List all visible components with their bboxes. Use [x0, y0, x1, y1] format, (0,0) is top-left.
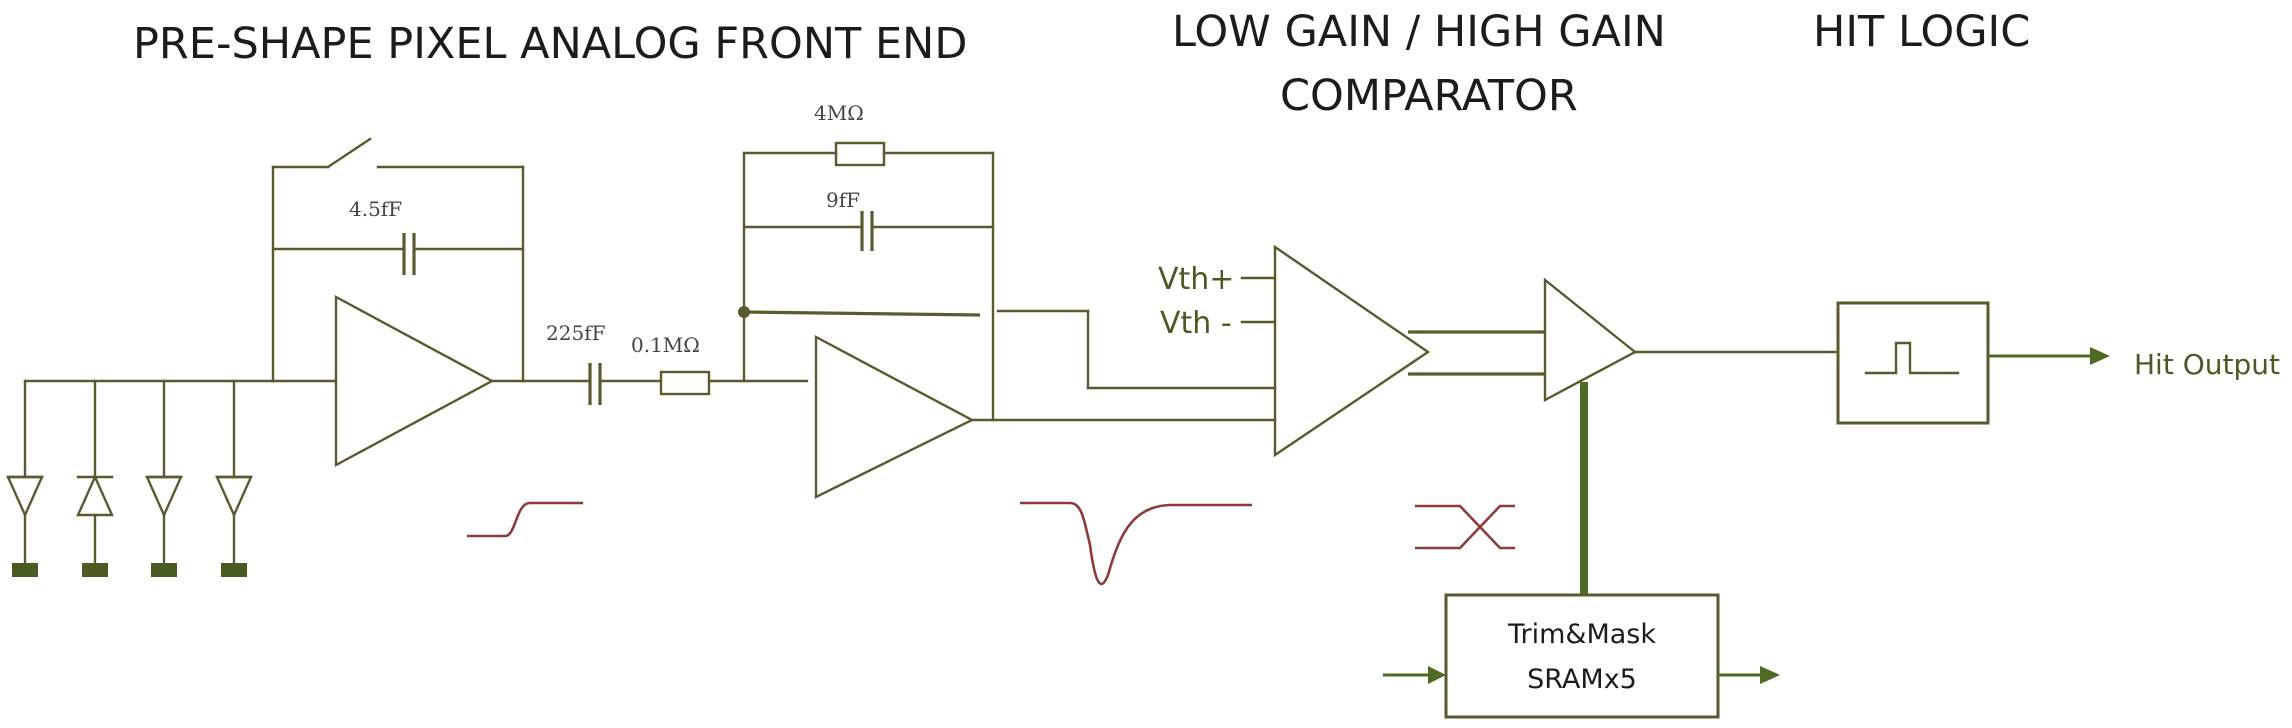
- resistor-icon: [659, 370, 711, 396]
- detector-diodes: [6, 379, 275, 577]
- capacitor-icon: [402, 233, 416, 275]
- sram-output-arrow-icon: [1760, 666, 1780, 684]
- diode-icon: [145, 379, 183, 577]
- capacitor-icon: [588, 363, 602, 405]
- preamp-triangle-icon: [334, 294, 495, 468]
- shaper: [738, 141, 1277, 499]
- diode-icon: [76, 379, 114, 577]
- sram-label-line1: Trim&Mask: [1507, 619, 1656, 650]
- pulse-icon: [1864, 341, 1960, 375]
- output-arrow-icon: [2090, 347, 2110, 365]
- sram-input-arrow-icon: [1428, 666, 1446, 684]
- shaper-feedback-cap-label: 9fF: [826, 188, 860, 212]
- logic-gate: [1543, 277, 1840, 595]
- sram-label-line2: SRAMx5: [1527, 664, 1637, 695]
- hit-logic-header: HIT LOGIC: [1813, 7, 2030, 57]
- shaper-feedback-resistor-label: 4MΩ: [814, 101, 864, 125]
- preamplifier: [271, 137, 525, 468]
- frontend-header: PRE-SHAPE PIXEL ANALOG FRONT END: [133, 19, 967, 69]
- series-resistor-label: 0.1MΩ: [631, 333, 700, 357]
- comparator-crossing-waveform: [1415, 504, 1515, 550]
- diode-icon: [215, 379, 253, 577]
- comparator-header-line2: COMPARATOR: [1280, 71, 1578, 121]
- sram-block: [1383, 593, 1780, 719]
- comparator-triangle-icon: [1273, 244, 1431, 458]
- hit-output-label: Hit Output: [2134, 348, 2280, 381]
- buffer-triangle-icon: [1543, 277, 1638, 402]
- capacitor-icon: [860, 211, 874, 251]
- resistor-icon: [834, 141, 886, 167]
- hit-logic-block: [1836, 301, 2110, 425]
- comparator: [1240, 244, 1545, 458]
- vth-minus-label: Vth -: [1160, 306, 1232, 341]
- coupling-cap-label: 225fF: [546, 321, 606, 345]
- vth-plus-label: Vth+: [1158, 262, 1234, 297]
- reset-switch-icon: [326, 137, 372, 169]
- coupling-network: [521, 363, 809, 405]
- shaper-pulse-waveform: [1020, 501, 1252, 586]
- shaper-triangle-icon: [814, 335, 975, 499]
- preamp-feedback-cap-label: 4.5fF: [349, 197, 402, 221]
- comparator-header-line1: LOW GAIN / HIGH GAIN: [1172, 7, 1666, 57]
- preamp-step-waveform: [467, 501, 583, 538]
- diode-icon: [6, 379, 44, 577]
